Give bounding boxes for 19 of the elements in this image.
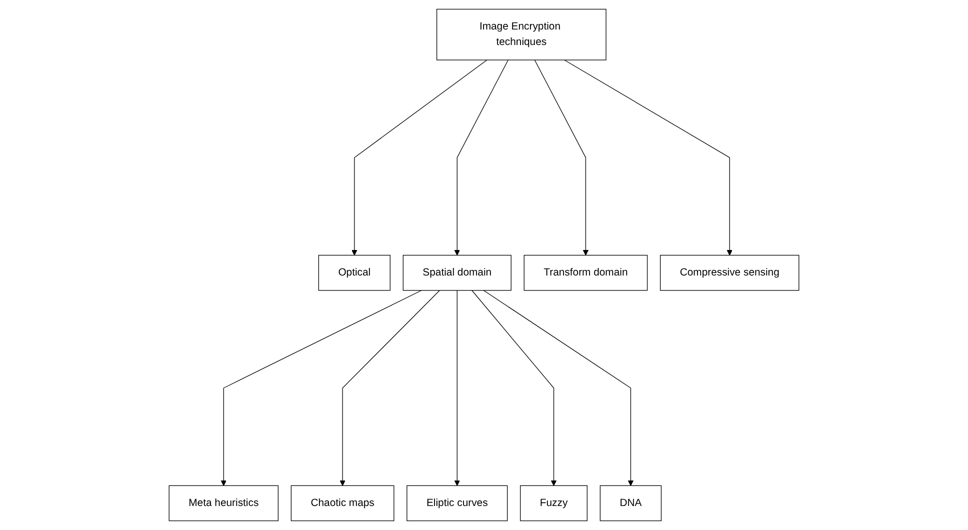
arrow	[352, 60, 488, 256]
node-box: Image Encryption techniques	[436, 8, 606, 60]
node-box: Fuzzy	[520, 485, 588, 522]
arrow	[564, 60, 732, 256]
node-box: Compressive sensing	[660, 254, 800, 291]
node-box: Transform domain	[524, 254, 648, 291]
node-box: Chaotic maps	[290, 485, 394, 522]
arrow	[340, 290, 440, 486]
arrow	[534, 60, 589, 256]
node-box: DNA	[600, 485, 662, 522]
node-box: Eliptic curves	[406, 485, 508, 522]
node-box: Meta heuristics	[168, 485, 278, 522]
node-box: Spatial domain	[402, 254, 512, 291]
node-box: Optical	[318, 254, 390, 291]
arrow	[483, 290, 634, 486]
arrow	[454, 290, 460, 486]
arrow	[454, 60, 508, 256]
arrow	[220, 290, 422, 486]
arrow	[472, 290, 557, 486]
